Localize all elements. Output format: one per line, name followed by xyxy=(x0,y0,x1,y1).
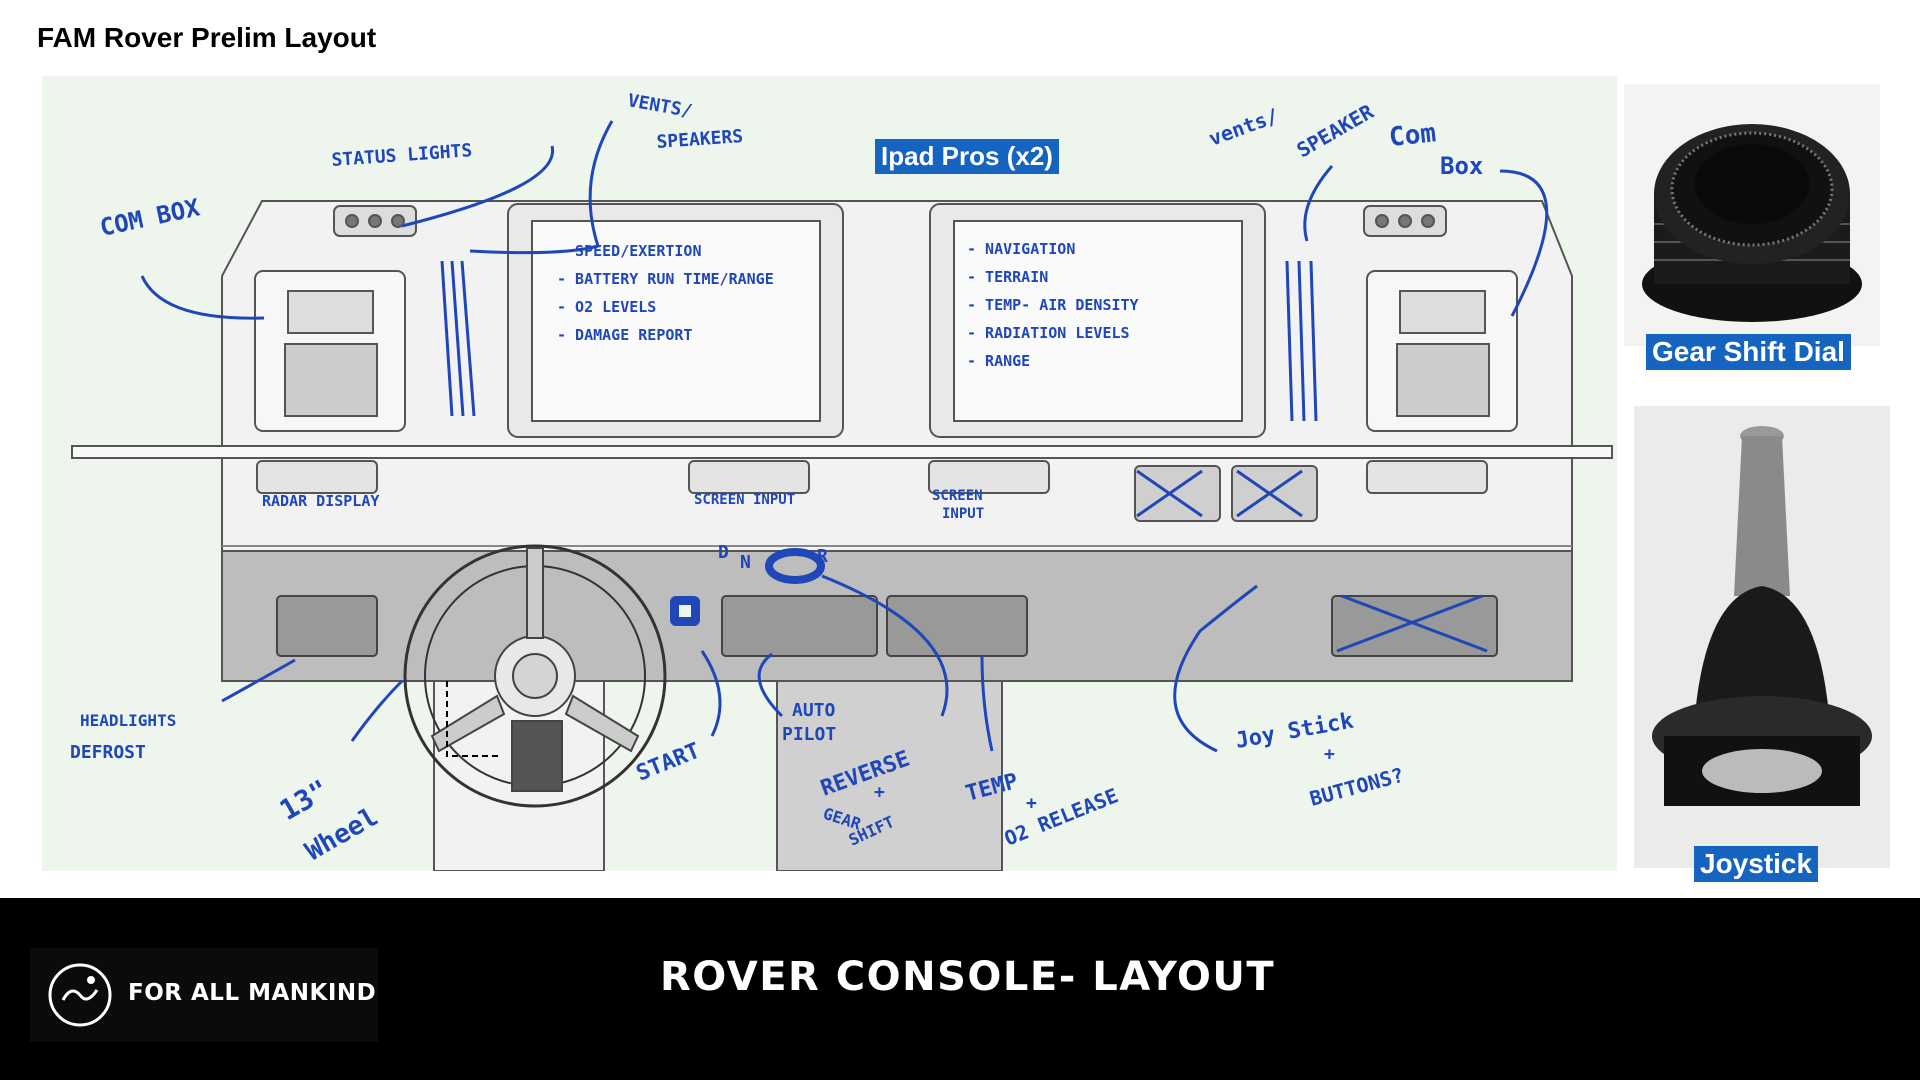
svg-text:+: + xyxy=(1026,793,1037,814)
svg-text:SCREEN: SCREEN xyxy=(932,488,983,504)
annotation-joystick-1: Joy Stick xyxy=(1234,709,1356,754)
com-box-left xyxy=(254,270,406,432)
annotation-com-box-right-1: Com xyxy=(1388,118,1438,153)
svg-text:- TEMP- AIR DENSITY: - TEMP- AIR DENSITY xyxy=(967,296,1139,314)
dnr-ellipse xyxy=(765,548,825,584)
gear-shift-label: Gear Shift Dial xyxy=(1646,334,1851,370)
console-sketch: COM BOX STATUS LIGHTS VENTS/ SPEAKERS ve… xyxy=(42,76,1617,871)
svg-text:RADAR DISPLAY: RADAR DISPLAY xyxy=(262,492,379,510)
annotation-wheel-1: 13" xyxy=(274,773,334,827)
svg-text:PILOT: PILOT xyxy=(782,724,836,745)
annotation-com-box-right-2: Box xyxy=(1440,152,1483,180)
svg-text:13": 13" xyxy=(274,773,334,827)
svg-text:- NAVIGATION: - NAVIGATION xyxy=(967,240,1075,258)
svg-text:DEFROST: DEFROST xyxy=(70,742,146,763)
joystick-label: Joystick xyxy=(1694,846,1819,882)
footer-title: ROVER CONSOLE- LAYOUT xyxy=(660,954,1276,1000)
screen-left-line: - SPEED/EXERTION xyxy=(557,242,702,260)
svg-text:SCREEN INPUT: SCREEN INPUT xyxy=(694,492,795,508)
annotation-reverse-2: + xyxy=(874,782,885,803)
ipad-right xyxy=(929,203,1266,438)
annotation-com-box-left: COM BOX xyxy=(97,193,202,242)
svg-text:R: R xyxy=(817,546,828,567)
annotation-vents-right-1: vents/ xyxy=(1206,103,1282,150)
vents-right xyxy=(1285,260,1318,422)
annotation-temp-2: + xyxy=(1026,793,1037,814)
steering-wheel xyxy=(403,544,667,808)
annotation-headlights-1: HEADLIGHTS xyxy=(80,711,176,730)
cross-outs xyxy=(1136,469,1488,653)
screen-right-line: - RADIATION LEVELS xyxy=(967,324,1130,342)
screen-left-line: - DAMAGE REPORT xyxy=(557,326,692,344)
footer: FOR ALL MANKIND ROVER CONSOLE- LAYOUT xyxy=(0,898,1920,1080)
screen-right-lines: - NAVIGATION - TERRAIN - TEMP- AIR DENSI… xyxy=(967,240,1139,370)
svg-text:+: + xyxy=(1324,744,1335,765)
svg-text:VENTS/: VENTS/ xyxy=(626,90,694,122)
vents-left xyxy=(440,260,476,417)
svg-text:vents/: vents/ xyxy=(1206,103,1282,150)
svg-text:INPUT: INPUT xyxy=(942,506,984,522)
screen-right-line: - NAVIGATION xyxy=(967,240,1075,258)
ipad-pros-badge: Ipad Pros (x2) xyxy=(875,139,1059,174)
annotation-screen-input-right-2: INPUT xyxy=(942,506,984,522)
svg-text:- TERRAIN: - TERRAIN xyxy=(967,268,1048,286)
status-lights-right xyxy=(1363,205,1447,237)
screen-right-line: - TERRAIN xyxy=(967,268,1048,286)
svg-text:+: + xyxy=(874,782,885,803)
joystick-photo xyxy=(1634,406,1890,868)
annotation-arrows xyxy=(140,120,1549,753)
svg-text:STATUS LIGHTS: STATUS LIGHTS xyxy=(331,140,473,171)
svg-text:COM BOX: COM BOX xyxy=(97,193,202,242)
gear-shift-photo xyxy=(1624,84,1880,346)
annotation-autopilot-1: AUTO xyxy=(792,700,836,721)
annotation-status-lights: STATUS LIGHTS xyxy=(331,140,473,171)
screen-left-line: - O2 LEVELS xyxy=(557,298,656,316)
annotation-joystick-3: BUTTONS? xyxy=(1307,763,1406,811)
svg-text:- O2 LEVELS: - O2 LEVELS xyxy=(557,298,656,316)
annotation-screen-input-left: SCREEN INPUT xyxy=(694,492,795,508)
screen-left-lines: - SPEED/EXERTION - BATTERY RUN TIME/RANG… xyxy=(557,242,774,344)
gear-shift-dial-icon xyxy=(1642,124,1862,322)
annotation-dnr-r: R xyxy=(817,546,828,567)
svg-text:Com: Com xyxy=(1388,118,1438,153)
button-groups xyxy=(256,460,1488,522)
svg-text:- RADIATION LEVELS: - RADIATION LEVELS xyxy=(967,324,1130,342)
annotation-radar-display: RADAR DISPLAY xyxy=(262,492,379,510)
svg-text:D: D xyxy=(718,542,729,563)
status-lights-left xyxy=(333,205,417,237)
annotation-autopilot-2: PILOT xyxy=(782,724,836,745)
brand-logo: FOR ALL MANKIND xyxy=(30,948,378,1042)
com-box-right xyxy=(1366,270,1518,432)
ipad-left xyxy=(507,203,844,438)
svg-text:AUTO: AUTO xyxy=(792,700,836,721)
joystick-icon xyxy=(1652,426,1872,806)
svg-text:BUTTONS?: BUTTONS? xyxy=(1307,763,1406,811)
screen-right-line: - TEMP- AIR DENSITY xyxy=(967,296,1139,314)
annotation-vents-right-2: SPEAKER xyxy=(1293,99,1379,162)
svg-text:SPEAKERS: SPEAKERS xyxy=(656,126,744,153)
annotation-vents-left-1: VENTS/ xyxy=(626,90,694,122)
brand-name: FOR ALL MANKIND xyxy=(128,980,377,1006)
svg-text:N: N xyxy=(740,552,751,573)
annotation-vents-left-2: SPEAKERS xyxy=(656,126,744,153)
screen-left-line: - BATTERY RUN TIME/RANGE xyxy=(557,270,774,288)
svg-text:- SPEED/EXERTION: - SPEED/EXERTION xyxy=(557,242,702,260)
svg-text:- RANGE: - RANGE xyxy=(967,352,1030,370)
annotation-joystick-2: + xyxy=(1324,744,1335,765)
svg-text:HEADLIGHTS: HEADLIGHTS xyxy=(80,711,176,730)
annotation-screen-input-right-1: SCREEN xyxy=(932,488,983,504)
svg-text:SPEAKER: SPEAKER xyxy=(1293,99,1379,162)
screen-right-line: - RANGE xyxy=(967,352,1030,370)
svg-text:- BATTERY RUN TIME/RANGE: - BATTERY RUN TIME/RANGE xyxy=(557,270,774,288)
svg-text:- DAMAGE REPORT: - DAMAGE REPORT xyxy=(557,326,692,344)
earth-logo-icon xyxy=(48,963,112,1027)
page-title: FAM Rover Prelim Layout xyxy=(37,22,377,53)
switch-banks xyxy=(276,595,1498,657)
svg-text:Box: Box xyxy=(1440,152,1483,180)
annotation-dnr-n: N xyxy=(740,552,751,573)
svg-text:Joy Stick: Joy Stick xyxy=(1234,709,1356,754)
annotation-headlights-2: DEFROST xyxy=(70,742,146,763)
annotation-dnr-d: D xyxy=(718,542,729,563)
console-drawing: COM BOX STATUS LIGHTS VENTS/ SPEAKERS ve… xyxy=(70,90,1613,871)
